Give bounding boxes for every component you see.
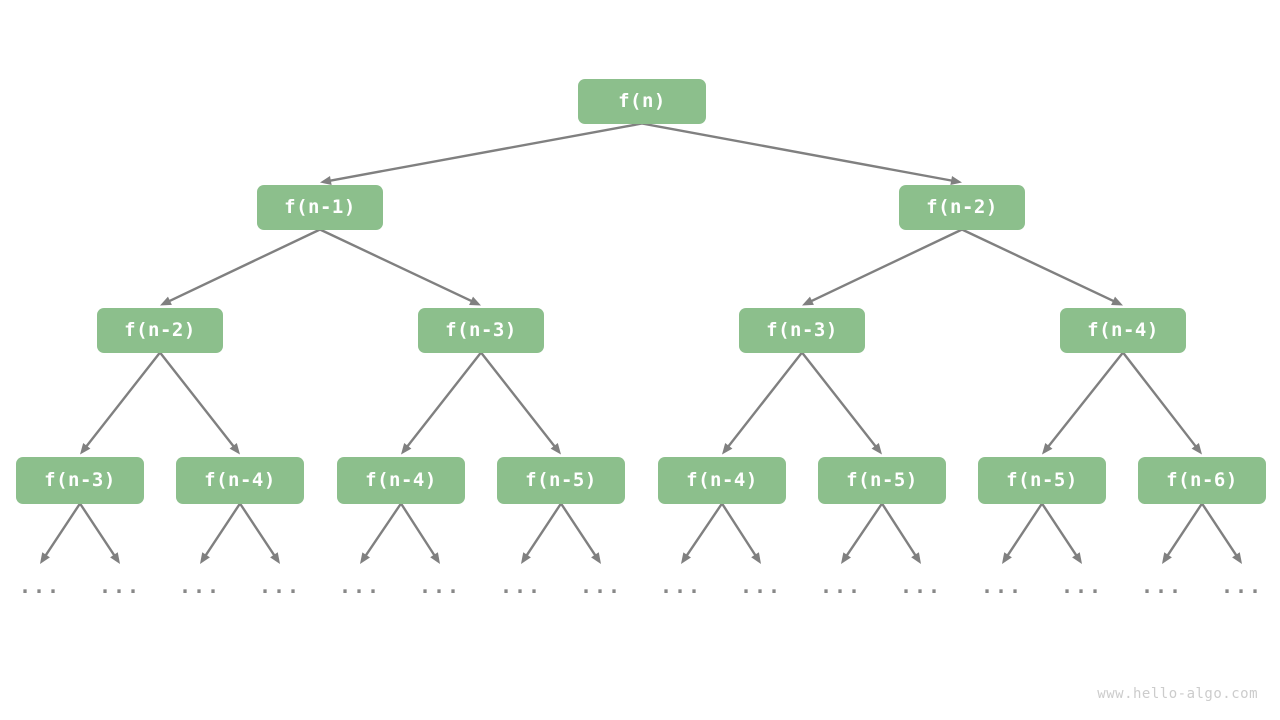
ellipsis-marker: ... xyxy=(338,574,382,598)
tree-node-n2[interactable]: f(n-2) xyxy=(899,184,1025,230)
edge-arrow xyxy=(960,228,1123,306)
leaf-stub-arrow xyxy=(559,502,601,564)
edge-arrow xyxy=(80,351,162,455)
ellipsis-marker: ... xyxy=(659,574,703,598)
tree-node-n13[interactable]: f(n-5) xyxy=(978,456,1106,504)
edge-arrow xyxy=(479,351,561,455)
tree-node-n5[interactable]: f(n-3) xyxy=(739,307,865,353)
edge-arrow xyxy=(401,351,483,455)
ellipsis-marker: ... xyxy=(579,574,623,598)
edge-arrow xyxy=(160,228,322,306)
tree-node-n0[interactable]: f(n) xyxy=(578,78,706,124)
tree-node-n14[interactable]: f(n-6) xyxy=(1138,456,1266,504)
leaf-stub-arrow xyxy=(78,502,120,564)
ellipsis-marker: ... xyxy=(1140,574,1184,598)
tree-node-n4[interactable]: f(n-3) xyxy=(418,307,544,353)
leaf-stub-arrow xyxy=(40,502,82,564)
leaf-stub-arrow xyxy=(681,502,724,564)
leaf-stub-arrow xyxy=(880,502,921,564)
leaf-stub-arrow xyxy=(399,502,440,564)
leaf-stub-arrow xyxy=(521,502,563,564)
edge-arrow xyxy=(802,228,964,306)
ellipsis-marker: ... xyxy=(1220,574,1264,598)
ellipsis-marker: ... xyxy=(98,574,142,598)
leaf-stub-arrow xyxy=(1162,502,1204,564)
tree-node-n6[interactable]: f(n-4) xyxy=(1060,307,1186,353)
ellipsis-marker: ... xyxy=(258,574,302,598)
ellipsis-marker: ... xyxy=(819,574,863,598)
leaf-stub-arrow xyxy=(841,502,884,564)
tree-node-n11[interactable]: f(n-4) xyxy=(658,456,786,504)
tree-node-n10[interactable]: f(n-5) xyxy=(497,456,625,504)
ellipsis-marker: ... xyxy=(739,574,783,598)
edge-arrow xyxy=(800,351,882,455)
ellipsis-marker: ... xyxy=(418,574,462,598)
leaf-stub-arrow xyxy=(200,502,242,564)
ellipsis-marker: ... xyxy=(178,574,222,598)
tree-node-n1[interactable]: f(n-1) xyxy=(257,184,383,230)
edge-arrow xyxy=(640,122,962,186)
ellipsis-marker: ... xyxy=(499,574,543,598)
ellipsis-marker: ... xyxy=(899,574,943,598)
tree-node-n9[interactable]: f(n-4) xyxy=(337,456,465,504)
leaf-stub-arrow xyxy=(360,502,403,564)
edge-arrow xyxy=(318,228,481,306)
edge-arrow xyxy=(1042,351,1125,455)
tree-node-n12[interactable]: f(n-5) xyxy=(818,456,946,504)
tree-node-n7[interactable]: f(n-3) xyxy=(16,456,144,504)
ellipsis-marker: ... xyxy=(18,574,62,598)
tree-node-n3[interactable]: f(n-2) xyxy=(97,307,223,353)
ellipsis-marker: ... xyxy=(1060,574,1104,598)
edge-arrow xyxy=(722,351,804,455)
leaf-stub-arrow xyxy=(1040,502,1082,564)
edge-arrow xyxy=(1121,351,1202,455)
leaf-stub-arrow xyxy=(720,502,761,564)
tree-node-n8[interactable]: f(n-4) xyxy=(176,456,304,504)
leaf-stub-arrow xyxy=(238,502,280,564)
watermark: www.hello-algo.com xyxy=(1097,686,1258,702)
leaf-stub-arrow xyxy=(1002,502,1044,564)
edge-arrow xyxy=(158,351,240,455)
edge-arrow xyxy=(320,122,644,186)
leaf-stub-arrow xyxy=(1200,502,1242,564)
ellipsis-marker: ... xyxy=(980,574,1024,598)
